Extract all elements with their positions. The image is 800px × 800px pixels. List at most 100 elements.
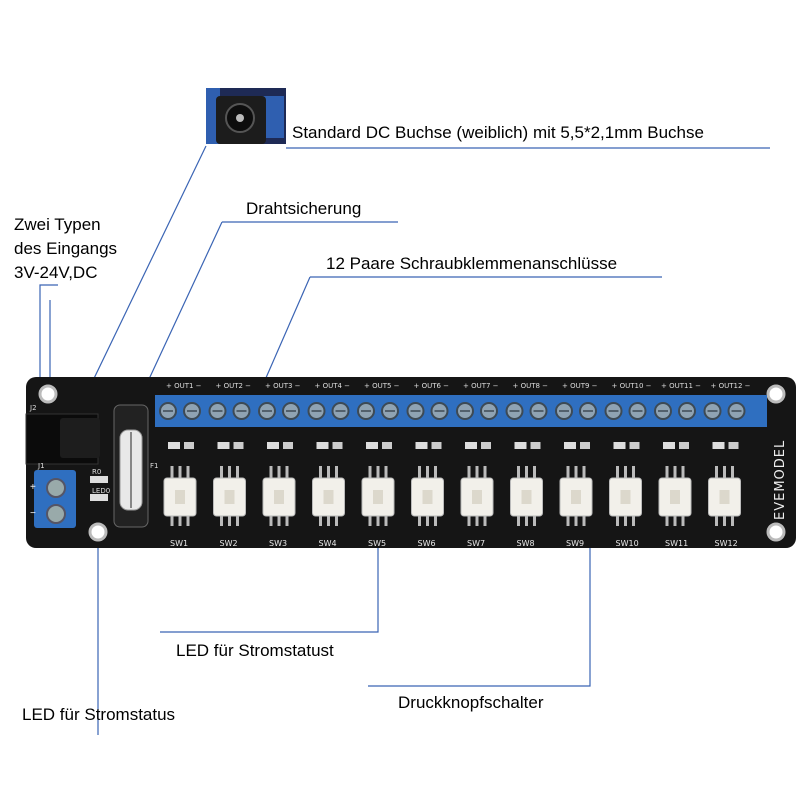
switch-pin [715, 514, 718, 526]
switch-pin [574, 514, 578, 526]
push-button-cap [472, 490, 482, 504]
output-label: + OUT5 − [364, 382, 400, 390]
resistor [712, 442, 725, 449]
terminals-label: 12 Paare Schraubklemmenanschlüsse [326, 254, 618, 273]
switch-pin [368, 466, 372, 480]
resistor [267, 442, 279, 449]
switch-pin [681, 514, 685, 526]
brand-text: EVEMODEL [773, 440, 788, 520]
switch-pin [582, 466, 586, 480]
switch-pin [525, 466, 528, 480]
fuse-ref: F1 [150, 462, 158, 470]
switch-pin [715, 466, 718, 480]
switch-pin [632, 466, 635, 480]
switch-pin [467, 514, 471, 526]
switch-pin [434, 514, 437, 526]
led-status-label-2: LED für Stromstatus [22, 705, 176, 724]
switch-pin [376, 466, 380, 480]
push-button-cap [175, 490, 185, 504]
switch-pin [624, 514, 627, 526]
switch-pin [170, 466, 174, 480]
status-led [283, 442, 293, 449]
pcb-board: + − [25, 377, 796, 548]
led-status-label-1: LED für Stromstatust [176, 641, 334, 660]
switch-pin [723, 466, 726, 480]
switch-pin [335, 466, 338, 480]
resistor [217, 442, 230, 449]
switch-pin [335, 514, 338, 526]
push-button-cap [373, 490, 383, 504]
switch-pin [517, 466, 520, 480]
switch-label: SW7 [467, 539, 485, 548]
output-terminals [159, 402, 746, 420]
switch-label: SW9 [566, 539, 584, 548]
resistor [465, 442, 477, 449]
resistor [168, 442, 180, 449]
switch-pin [178, 514, 182, 526]
output-label: + OUT12 − [711, 382, 751, 390]
output-label: + OUT11 − [661, 382, 701, 390]
jack-ref: J2 [29, 404, 37, 412]
switch-pin [681, 466, 685, 480]
push-button-cap [274, 490, 284, 504]
switch-pin [186, 466, 190, 480]
switch-pin [376, 514, 380, 526]
switch-pin [616, 466, 619, 480]
status-led [679, 442, 689, 449]
status-led [728, 442, 739, 449]
switch-pin [228, 514, 231, 526]
output-label: + OUT2 − [216, 382, 252, 390]
switch-pin [384, 514, 388, 526]
push-button-cap [422, 490, 433, 504]
switch-pin [624, 466, 627, 480]
terminal-ref: J1 [37, 462, 45, 470]
resistor [613, 442, 626, 449]
switch-pin [285, 514, 289, 526]
resistor [415, 442, 428, 449]
output-label: + OUT3 − [265, 382, 301, 390]
switch-pin [517, 514, 520, 526]
switch-label: SW10 [616, 539, 639, 548]
status-led [184, 442, 194, 449]
status-led [481, 442, 491, 449]
switch-pin [475, 466, 479, 480]
switch-pin [665, 466, 669, 480]
output-label: + OUT8 − [513, 382, 549, 390]
switch-label: SW5 [368, 539, 386, 548]
resistor-ref: R0 [92, 468, 101, 476]
switch-pin [368, 514, 372, 526]
switch-pin [566, 514, 570, 526]
switch-pin [434, 466, 437, 480]
switch-label: SW1 [170, 539, 188, 548]
switch-pin [178, 466, 182, 480]
switch-pin [665, 514, 669, 526]
switch-pin [582, 514, 586, 526]
status-led [629, 442, 640, 449]
switch-pin [170, 514, 174, 526]
push-button-cap [670, 490, 680, 504]
switch-pin [285, 466, 289, 480]
switch-pin [277, 466, 281, 480]
switch-pin [483, 514, 487, 526]
switch-pin [220, 466, 223, 480]
switch-pin [269, 514, 273, 526]
switch-pin [426, 466, 429, 480]
switch-pin [426, 514, 429, 526]
switch-pin [483, 466, 487, 480]
switch-pin [731, 466, 734, 480]
push-button-cap [323, 490, 334, 504]
push-button-cap [719, 490, 730, 504]
switch-label: SW2 [220, 539, 238, 548]
output-label: + OUT4 − [315, 382, 351, 390]
status-led [580, 442, 590, 449]
led-ref: LED0 [92, 487, 110, 495]
switch-pin [384, 466, 388, 480]
push-button-cap [620, 490, 631, 504]
switch-pin [525, 514, 528, 526]
output-label: + OUT1 − [166, 382, 202, 390]
switch-pin [475, 514, 479, 526]
switch-pin [723, 514, 726, 526]
resistor [564, 442, 576, 449]
switch-pin [731, 514, 734, 526]
